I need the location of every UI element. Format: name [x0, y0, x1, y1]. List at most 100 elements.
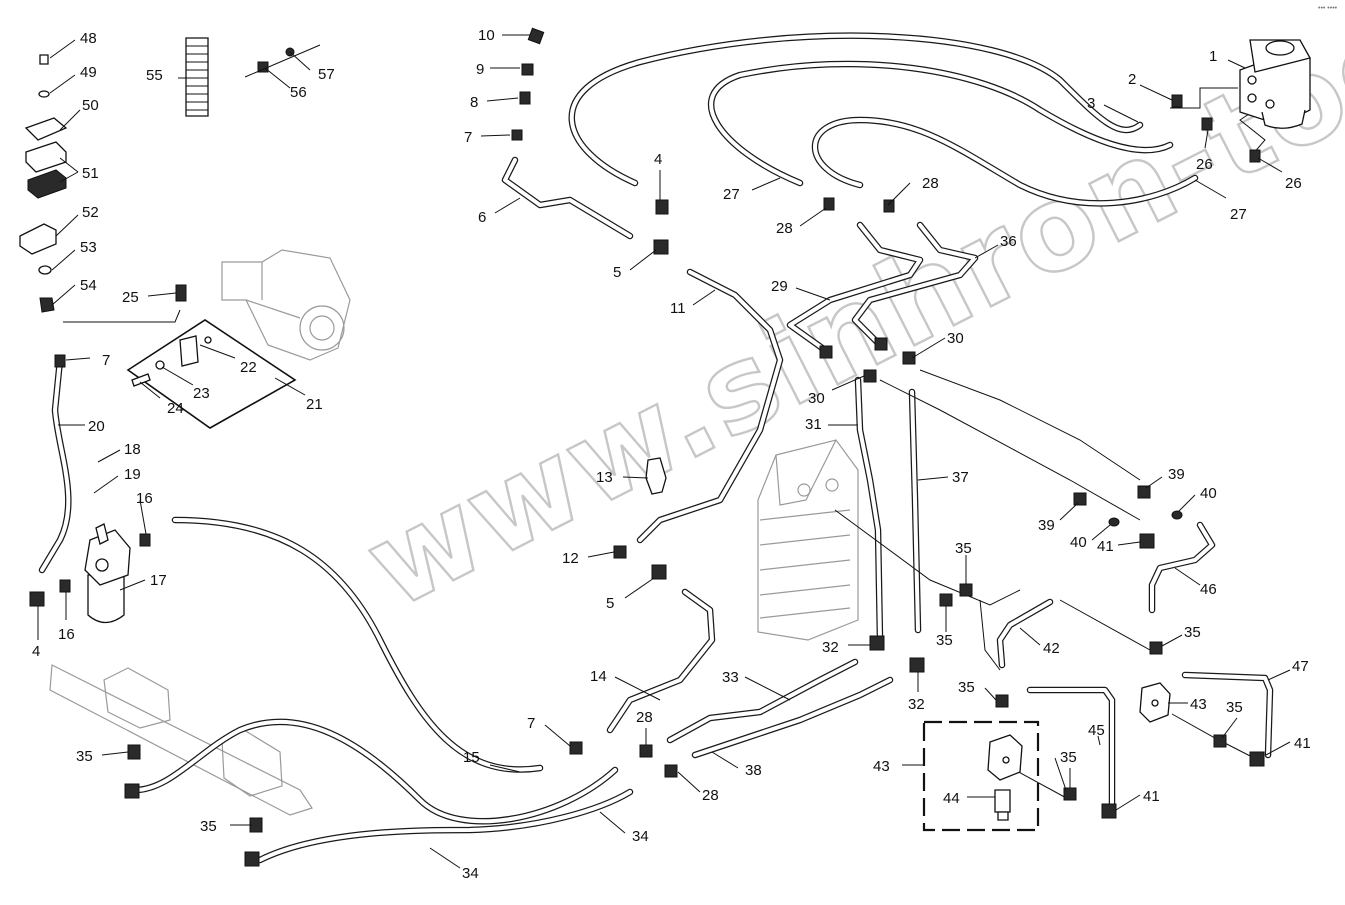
callout-46: 46 — [1200, 581, 1217, 598]
callout-28-bottom: 28 — [702, 787, 719, 804]
callout-16-top: 16 — [136, 490, 153, 507]
callout-13: 13 — [596, 469, 613, 486]
callout-21: 21 — [306, 396, 323, 413]
callout-42: 42 — [1043, 640, 1060, 657]
hose-15 — [171, 516, 544, 773]
callout-24: 24 — [167, 400, 184, 417]
callout-38: 38 — [745, 762, 762, 779]
callout-49: 49 — [80, 64, 97, 81]
tube-36 — [851, 221, 979, 349]
dashed-box-43 — [922, 720, 1040, 832]
callout-45: 45 — [1088, 722, 1105, 739]
callout-1: 1 — [1209, 48, 1217, 65]
hose-34-lower — [256, 788, 634, 864]
callout-28-mid: 28 — [636, 709, 653, 726]
callout-9: 9 — [476, 61, 484, 78]
callout-17: 17 — [150, 572, 167, 589]
callout-5-top: 5 — [613, 264, 621, 281]
callout-19: 19 — [124, 466, 141, 483]
callout-43-right: 43 — [1190, 696, 1207, 713]
callout-40-left: 40 — [1070, 534, 1087, 551]
tube-38 — [691, 676, 894, 759]
ghost-pump — [221, 249, 351, 361]
callout-35-box-right: 35 — [1060, 749, 1077, 766]
block-43-lower — [987, 734, 1023, 781]
callout-4-top: 4 — [654, 151, 662, 168]
callout-18: 18 — [124, 441, 141, 458]
callout-12: 12 — [562, 550, 579, 567]
callout-28-right: 28 — [922, 175, 939, 192]
callout-52: 52 — [82, 204, 99, 221]
leader-lines — [37, 34, 1291, 869]
callout-35-right-mid: 35 — [1184, 624, 1201, 641]
callout-48: 48 — [80, 30, 97, 47]
callout-56: 56 — [290, 84, 307, 101]
callout-14: 14 — [590, 668, 607, 685]
callout-32-right: 32 — [908, 696, 925, 713]
callout-23: 23 — [193, 385, 210, 402]
hoses-and-tubes — [38, 32, 1274, 864]
tube-29 — [786, 221, 924, 354]
callout-31: 31 — [805, 416, 822, 433]
callout-35-valve-top: 35 — [955, 540, 972, 557]
ghost-axle — [49, 664, 313, 816]
callout-33: 33 — [722, 669, 739, 686]
callout-35-right-low: 35 — [1226, 699, 1243, 716]
callout-10: 10 — [478, 27, 495, 44]
tube-6 — [501, 156, 634, 240]
callout-39-right: 39 — [1168, 466, 1185, 483]
block-43-right — [1139, 682, 1171, 723]
callout-15: 15 — [463, 749, 480, 766]
tube-20 — [38, 356, 72, 574]
callout-3: 3 — [1087, 95, 1095, 112]
callout-43-box: 43 — [873, 758, 890, 775]
callout-20: 20 — [88, 418, 105, 435]
hose-34-upper — [131, 718, 619, 825]
hose-27-upper-loop — [568, 32, 1144, 187]
tube-31 — [854, 376, 884, 644]
callout-34-right: 34 — [632, 828, 649, 845]
tube-37 — [908, 388, 922, 634]
check-valve-44 — [994, 789, 1011, 821]
callout-2: 2 — [1128, 71, 1136, 88]
callout-44: 44 — [943, 790, 960, 807]
callout-26-right: 26 — [1285, 175, 1302, 192]
callout-7-top: 7 — [464, 129, 472, 146]
callout-41-bottom: 41 — [1143, 788, 1160, 805]
tube-45 — [1026, 686, 1116, 809]
callout-41-right: 41 — [1294, 735, 1311, 752]
callout-27-left: 27 — [723, 186, 740, 203]
callout-28-left: 28 — [776, 220, 793, 237]
callout-32-left: 32 — [822, 639, 839, 656]
hose-27-lower — [811, 116, 1199, 207]
callout-4-left: 4 — [32, 643, 40, 660]
callout-39-left: 39 — [1038, 517, 1055, 534]
watermark: www.sinhron-too.kz — [344, 0, 1345, 636]
callout-11: 11 — [670, 300, 686, 317]
callout-8: 8 — [470, 94, 478, 111]
callout-55: 55 — [146, 67, 163, 84]
callout-54: 54 — [80, 277, 97, 294]
callout-51: 51 — [82, 165, 99, 182]
callout-5-mid: 5 — [606, 595, 614, 612]
watermark-text: www.sinhron-too.kz — [345, 0, 1345, 635]
callout-36: 36 — [1000, 233, 1017, 250]
tube-42 — [996, 598, 1054, 669]
corner-mark: ••• •••• — [1318, 5, 1338, 12]
callout-7-left: 7 — [102, 352, 110, 369]
callout-35-left-bottom: 35 — [200, 818, 217, 835]
callout-50: 50 — [82, 97, 99, 114]
tube-46 — [1148, 521, 1216, 614]
callout-16-bottom: 16 — [58, 626, 75, 643]
tube-47 — [1181, 671, 1274, 759]
tube-14 — [606, 588, 716, 734]
callout-7-bottom: 7 — [527, 715, 535, 732]
callout-53: 53 — [80, 239, 97, 256]
callout-22: 22 — [240, 359, 257, 376]
filter-17 — [84, 523, 131, 624]
tube-33 — [666, 658, 859, 744]
callout-35-valve-bottom: 35 — [936, 632, 953, 649]
clamp-assembly-48-54 — [19, 54, 68, 313]
callout-47: 47 — [1292, 658, 1309, 675]
